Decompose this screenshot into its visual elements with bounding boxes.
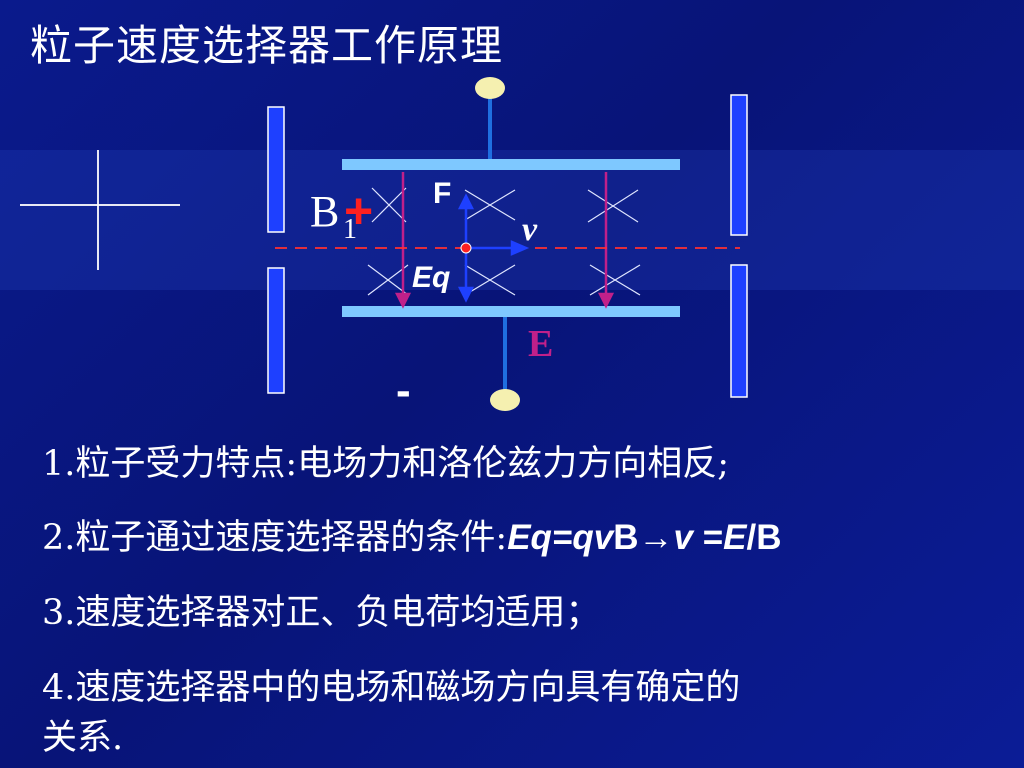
electric-field-lines [394,172,615,309]
point-2: 2.粒子通过速度选择器的条件:Eq=qvB→v =E/B [42,516,782,560]
point-2-number: 2. [42,518,76,558]
formula-slash: / [746,518,757,557]
slide-title: 粒子速度选择器工作原理 [30,21,504,70]
point-4: 4.速度选择器中的电场和磁场方向具有确定的 [42,666,740,710]
bottom-plate [342,306,680,317]
point-4-continued: 关系. [42,716,123,760]
point-1-text: 粒子受力特点:电场力和洛伦兹力方向相反; [75,444,729,484]
label-minus: - [396,366,411,415]
force-arrows [457,193,530,303]
top-terminal [475,77,505,99]
formula-arrow: → [638,518,674,557]
point-1-number: 1. [42,444,76,484]
label-velocity: v [522,211,538,248]
point-4-text: 速度选择器中的电场和磁场方向具有确定的 [75,668,741,708]
formula-lhs: Eq=qv [507,518,614,557]
formula-b: B [613,518,639,557]
point-4-text-2: 关系. [42,718,124,758]
label-b-subscript: 1 [343,214,357,245]
sparkle-decoration [20,150,180,270]
point-3: 3.速度选择器对正、负电荷均适用； [42,591,600,635]
label-b: B [310,187,339,236]
label-electric-force: Eq [412,261,450,294]
particle-dot [460,242,472,254]
point-3-number: 3. [42,593,76,633]
top-plate [342,159,680,170]
label-plus: + [344,183,373,239]
point-4-number: 4. [42,668,76,708]
formula-equals: = [692,518,724,557]
bottom-terminal [490,389,520,411]
point-1: 1.粒子受力特点:电场力和洛伦兹力方向相反; [42,442,729,486]
right-slit-upper [730,94,748,236]
left-slit-lower [267,267,285,394]
point-2-formula: Eq=qvB→v =E/B [507,518,781,557]
formula-v: v [673,518,693,557]
label-electric-field: E [528,323,553,365]
velocity-selector-diagram: B 1 + - F v Eq E [20,77,748,415]
right-slit-lower [730,264,748,398]
label-force: F [433,177,451,210]
formula-e: E [723,518,747,557]
point-3-text: 速度选择器对正、负电荷均适用； [75,593,601,633]
magnetic-field-crosses [367,187,641,296]
formula-b2: B [756,518,782,557]
point-2-text: 粒子通过速度选择器的条件: [75,518,508,558]
left-slit-upper [267,106,285,233]
